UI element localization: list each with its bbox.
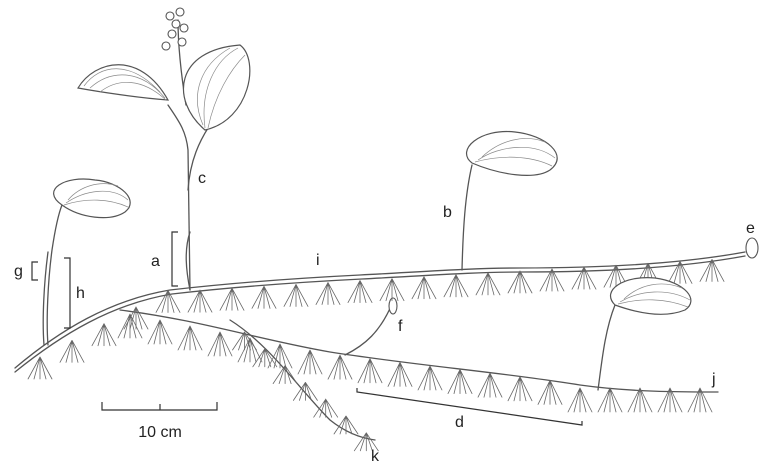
leaf-left [54, 179, 131, 218]
plant-b [462, 132, 557, 270]
shoot-f [345, 304, 392, 355]
plant-left [43, 179, 130, 345]
root-tuft [233, 332, 257, 350]
label-k: k [371, 448, 380, 463]
root-tuft [208, 332, 232, 356]
annotations [32, 232, 582, 425]
root-tuft [220, 288, 244, 310]
root-tuft [252, 286, 276, 308]
root-tuft [568, 388, 592, 412]
rhizome-branch-k [230, 320, 375, 440]
rhizome-lower [120, 310, 718, 392]
root-tuft [298, 350, 322, 374]
root-tuft [178, 326, 202, 350]
root-tuft [28, 357, 52, 379]
root-tuft [418, 366, 442, 390]
root-tuft [273, 366, 297, 384]
root-tuft [478, 373, 502, 397]
berry [176, 8, 184, 16]
label-i: i [316, 252, 320, 269]
berry [178, 38, 186, 46]
root-tuft [328, 355, 352, 379]
root-tuft [358, 359, 382, 383]
label-b: b [443, 204, 452, 221]
scale-bar-label: 10 cm [138, 424, 182, 441]
label-g: g [14, 263, 23, 280]
root-tuft [444, 275, 468, 297]
root-tuft [476, 273, 500, 295]
scale-bar: 10 cm [102, 402, 217, 441]
berry [172, 20, 180, 28]
root-tuft [268, 344, 292, 368]
root-tuft [293, 382, 317, 400]
root-tuft [348, 281, 372, 303]
root-tuft [448, 370, 472, 394]
root-tuft [314, 399, 338, 417]
root-tuft [148, 320, 172, 344]
leaf-right [611, 278, 691, 315]
root-tuft [60, 340, 84, 362]
label-c: c [198, 170, 206, 187]
label-h: h [76, 285, 85, 302]
letter-labels: a b c d e f g h i j k [14, 170, 755, 463]
label-a: a [151, 253, 160, 270]
label-f: f [398, 318, 403, 335]
label-j: j [711, 371, 716, 388]
berry [162, 42, 170, 50]
root-tuft [412, 277, 436, 299]
root-tuft [388, 362, 412, 386]
root-tuft [188, 290, 212, 312]
root-tuft [508, 271, 532, 293]
root-tuft [118, 314, 142, 338]
leaf-b [467, 132, 558, 176]
label-e: e [746, 220, 755, 237]
root-tuft [598, 388, 622, 412]
berry [166, 12, 174, 20]
root-tuft [380, 279, 404, 301]
root-tuft [628, 388, 652, 412]
berry [180, 24, 188, 32]
plant-c [78, 8, 250, 290]
root-tuft [284, 284, 308, 306]
berry [168, 30, 176, 38]
root-tuft [508, 377, 532, 401]
label-d: d [455, 414, 464, 431]
root-tuft [538, 380, 562, 404]
plant-right [598, 278, 691, 390]
root-tuft [92, 324, 116, 346]
root-tuft [316, 283, 340, 305]
